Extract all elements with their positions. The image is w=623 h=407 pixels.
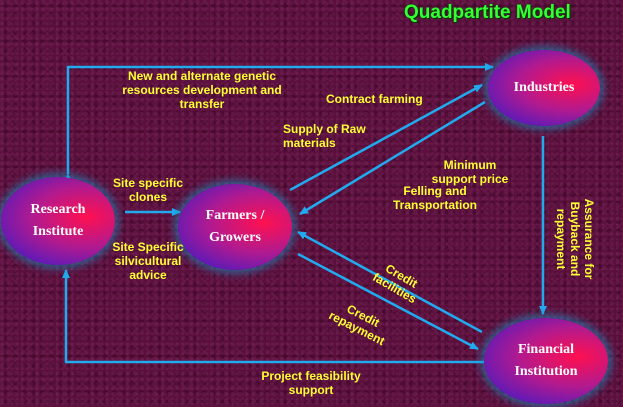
label-project-line2: support [288,383,334,397]
label-contract-line1: Contract farming [326,92,423,106]
label-clones-line2: clones [128,190,167,204]
diagram-title: Quadpartite Model [404,2,571,23]
label-msp-line1: Minimum [443,158,497,172]
label-genetic-line1: New and alternate genetic [127,69,277,83]
label-assurance-line1: Assurance for [582,198,596,280]
label-contract-farming: Contract farming [326,92,423,106]
node-financial-institution: Financial Institution [484,318,608,404]
arrow-research-industries [64,63,494,182]
node-farmers-growers: Farmers / Growers [178,184,292,270]
label-genetic-line2: resources development and [122,83,282,97]
label-project-feasibility: Project feasibility support [238,369,384,397]
arrow-industries-farmers [299,100,486,216]
node-research-label: Research Institute [30,202,86,239]
label-advice-line2: silvicultural [114,254,182,268]
arrow-financial-research [62,269,492,366]
label-msp-line2: support price [431,172,509,186]
node-industries-label: Industries [513,80,575,96]
node-research-institute: Research Institute [1,177,115,265]
label-supply-line2: materials [283,136,336,150]
label-supply-raw-materials: Supply of Raw materials [283,122,366,150]
label-project-line1: Project feasibility [261,369,361,383]
label-advice-line3: advice [129,268,167,282]
label-assurance-line2: Buyback and [568,201,582,277]
label-felling-line1: Felling and [403,184,467,198]
label-felling-line2: Transportation [392,198,477,212]
node-industries: Industries [488,50,600,126]
node-financial-label: Financial Institution [514,342,578,379]
label-minimum-support-price: Minimum support price [418,158,522,186]
label-supply-line1: Supply of Raw [283,122,366,136]
label-assurance-buyback: Assurance for Buyback and repayment [554,184,596,294]
arrow-farmers-industries [289,83,483,192]
label-genetic-line3: transfer [179,97,225,111]
label-clones-line1: Site specific [112,176,184,190]
node-farmers-label: Farmers / Growers [205,208,265,245]
label-site-specific-clones: Site specific clones [102,176,194,204]
label-silvicultural-advice: Site Specific silvicultural advice [100,240,196,282]
label-genetic-resources: New and alternate genetic resources deve… [104,69,300,111]
label-felling-transportation: Felling and Transportation [380,184,490,212]
label-assurance-line3: repayment [554,208,568,270]
label-advice-line1: Site Specific [112,240,184,254]
